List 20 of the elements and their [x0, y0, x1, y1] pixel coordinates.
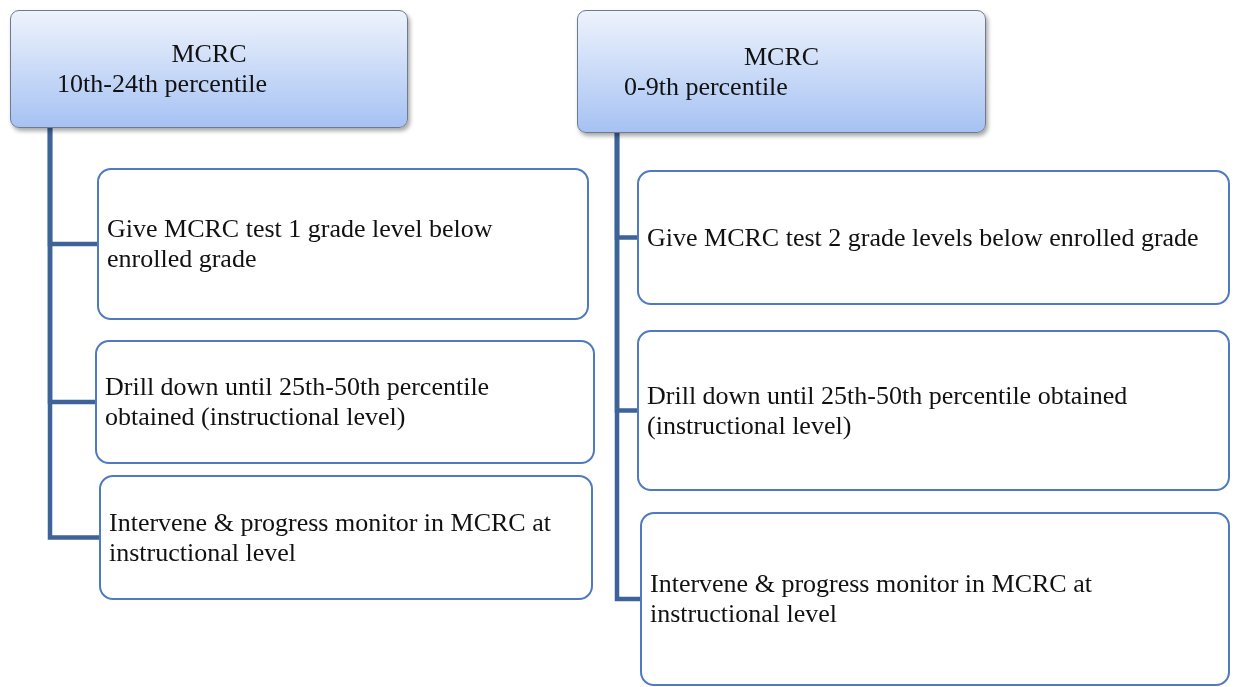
step-box — [95, 340, 595, 464]
node-text: 0-9th percentile — [624, 71, 788, 102]
step-box — [99, 475, 593, 600]
node-title: MCRC — [171, 39, 247, 69]
node-title: MCRC — [743, 41, 820, 72]
header-box — [10, 10, 408, 128]
step-box — [97, 168, 589, 320]
node-title: Give MCRC test 2 grade levels below enrolled grade — [647, 222, 1200, 253]
step-box — [637, 170, 1230, 305]
node-title: Intervene & progress monitor in MCRC at instructional level — [650, 569, 1093, 629]
node-title: Drill down until 25th-50th percentile obtained (instructional level) — [647, 380, 1129, 441]
step-box — [640, 512, 1230, 686]
node-title: Give MCRC test 1 grade level below enrolled grade — [107, 214, 494, 274]
connector-line — [614, 133, 640, 602]
node-title: Drill down until 25th-50th percentile obtained (instructional level) — [105, 372, 491, 432]
node-title: Intervene & progress monitor in MCRC at instructional level — [109, 507, 552, 568]
step-box — [637, 330, 1230, 491]
node-text: 10th-24th percentile — [57, 69, 268, 99]
connector-line — [47, 128, 99, 540]
header-box — [577, 10, 986, 133]
